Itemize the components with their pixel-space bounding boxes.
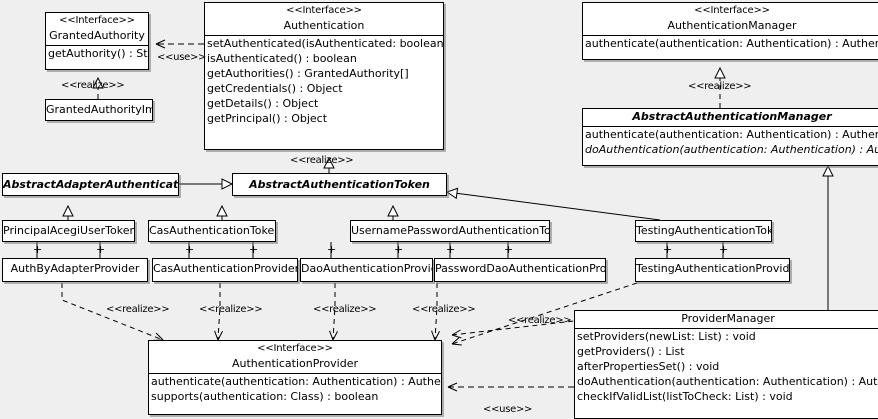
member-item: doAuthentication(authentication: Authent… <box>577 375 878 388</box>
edge-label-realize-cas-authentication-provider: <<realize>> <box>199 304 263 315</box>
member-item: supports(authentication: Class) : boolea… <box>151 390 379 403</box>
divider <box>583 126 878 127</box>
member-list: authenticate(authentication: Authenticat… <box>149 374 441 404</box>
member-item: getCredentials() : Object <box>207 82 343 95</box>
assoc-plus: + <box>185 243 195 256</box>
member-list: setProviders(newList: List) : void getPr… <box>575 329 878 404</box>
class-password-dao-authentication-provider[interactable]: PasswordDaoAuthenticationProvider <box>434 258 606 282</box>
member-item: authenticate(authentication: Authenticat… <box>585 128 878 141</box>
class-name-label: AbstractAuthenticationManager <box>632 110 832 123</box>
member-item: getPrincipal() : Object <box>207 112 328 125</box>
edge-label-realize-abstract-authentication-token: <<realize>> <box>290 155 354 166</box>
class-granted-authority-impl[interactable]: GrantedAuthorityImpl <box>45 99 153 121</box>
class-name-label: GrantedAuthority <box>49 29 145 42</box>
class-cas-authentication-provider[interactable]: CasAuthenticationProvider <box>152 258 298 282</box>
stereotype-label: <<Interface>> <box>286 5 362 16</box>
edge-label-realize-granted-authority-impl: <<realize>> <box>61 80 125 91</box>
divider <box>149 373 441 374</box>
class-provider-manager[interactable]: ProviderManager setProviders(newList: Li… <box>574 310 878 419</box>
member-item: getDetails() : Object <box>207 97 319 110</box>
member-item: afterPropertiesSet() : void <box>577 360 720 373</box>
class-testing-authentication-provider[interactable]: TestingAuthenticationProvider <box>635 258 790 282</box>
member-list: authenticate(authentication: Authenticat… <box>583 36 878 51</box>
divider <box>575 328 878 329</box>
class-name-label: ProviderManager <box>681 312 775 325</box>
divider <box>205 35 443 36</box>
class-abstract-adapter-authentication-token[interactable]: AbstractAdapterAuthenticationToken <box>2 173 179 196</box>
class-header: ProviderManager <box>575 311 878 328</box>
assoc-plus: + <box>394 243 404 256</box>
member-item: setProviders(newList: List) : void <box>577 330 756 343</box>
stereotype-label: <<Interface>> <box>59 15 135 26</box>
class-header: <<Interface>> Authentication <box>205 3 443 35</box>
stereotype-label: <<Interface>> <box>694 5 770 16</box>
edge-label-use-granted-authority: <<use>> <box>157 52 207 63</box>
class-cas-authentication-token[interactable]: CasAuthenticationToken <box>148 220 276 242</box>
edge-label-realize-dao-authentication-provider: <<realize>> <box>313 304 377 315</box>
class-name-label: AuthenticationManager <box>667 19 797 32</box>
member-item: authenticate(authentication: Authenticat… <box>151 375 441 388</box>
member-item: getAuthority() : String <box>48 47 148 60</box>
member-item: getAuthorities() : GrantedAuthority[] <box>207 67 409 80</box>
class-authentication[interactable]: <<Interface>> Authentication setAuthenti… <box>204 2 444 150</box>
edge-label-realize-auth-by-adapter-provider: <<realize>> <box>106 304 170 315</box>
class-abstract-authentication-token[interactable]: AbstractAuthenticationToken <box>232 173 447 196</box>
divider <box>46 45 148 46</box>
member-item: authenticate(authentication: Authenticat… <box>585 37 878 50</box>
member-item: checkIfValidList(listToCheck: List) : vo… <box>577 390 793 403</box>
assoc-plus: + <box>327 243 337 256</box>
edge-label-realize-password-dao-authentication-provider: <<realize>> <box>412 304 476 315</box>
member-item: isAuthenticated() : boolean <box>207 52 357 65</box>
member-list: getAuthority() : String <box>46 46 148 61</box>
member-item: setAuthenticated(isAuthenticated: boolea… <box>207 37 443 50</box>
class-testing-authentication-token[interactable]: TestingAuthenticationToken <box>635 220 772 242</box>
class-granted-authority[interactable]: <<Interface>> GrantedAuthority getAuthor… <box>45 12 149 70</box>
assoc-plus: + <box>33 243 43 256</box>
stereotype-label: <<Interface>> <box>257 343 333 354</box>
class-name-label: Authentication <box>283 19 365 32</box>
member-item: getProviders() : List <box>577 345 685 358</box>
assoc-plus: + <box>446 243 456 256</box>
class-header: <<Interface>> AuthenticationManager <box>583 3 878 35</box>
class-auth-by-adapter-provider[interactable]: AuthByAdapterProvider <box>2 258 148 282</box>
member-item: doAuthentication(authentication: Authent… <box>585 143 878 156</box>
class-header: AbstractAuthenticationManager <box>583 109 878 126</box>
edge-label-use-provider-manager: <<use>> <box>483 404 533 415</box>
class-principal-acegi-user-token[interactable]: PrincipalAcegiUserToken <box>2 220 135 242</box>
member-list: authenticate(authentication: Authenticat… <box>583 127 878 157</box>
class-abstract-authentication-manager[interactable]: AbstractAuthenticationManager authentica… <box>582 108 878 166</box>
assoc-plus: + <box>96 243 106 256</box>
divider <box>583 35 878 36</box>
assoc-plus: + <box>504 243 514 256</box>
edge-label-realize-provider-manager: <<realize>> <box>508 315 572 326</box>
edge-label-realize-abstract-authentication-manager: <<realize>> <box>688 81 752 92</box>
assoc-plus: + <box>663 243 673 256</box>
class-dao-authentication-provider[interactable]: DaoAuthenticationProvider <box>300 258 433 282</box>
class-header: <<Interface>> AuthenticationProvider <box>149 341 441 373</box>
class-username-password-authentication-token[interactable]: UsernamePasswordAuthenticationToken <box>350 220 550 242</box>
class-name-label: AuthenticationProvider <box>231 357 359 370</box>
class-authentication-manager[interactable]: <<Interface>> AuthenticationManager auth… <box>582 2 878 60</box>
class-header: <<Interface>> GrantedAuthority <box>46 13 148 45</box>
assoc-plus: + <box>719 243 729 256</box>
member-list: setAuthenticated(isAuthenticated: boolea… <box>205 36 443 126</box>
assoc-plus: + <box>249 243 259 256</box>
class-authentication-provider[interactable]: <<Interface>> AuthenticationProvider aut… <box>148 340 442 415</box>
